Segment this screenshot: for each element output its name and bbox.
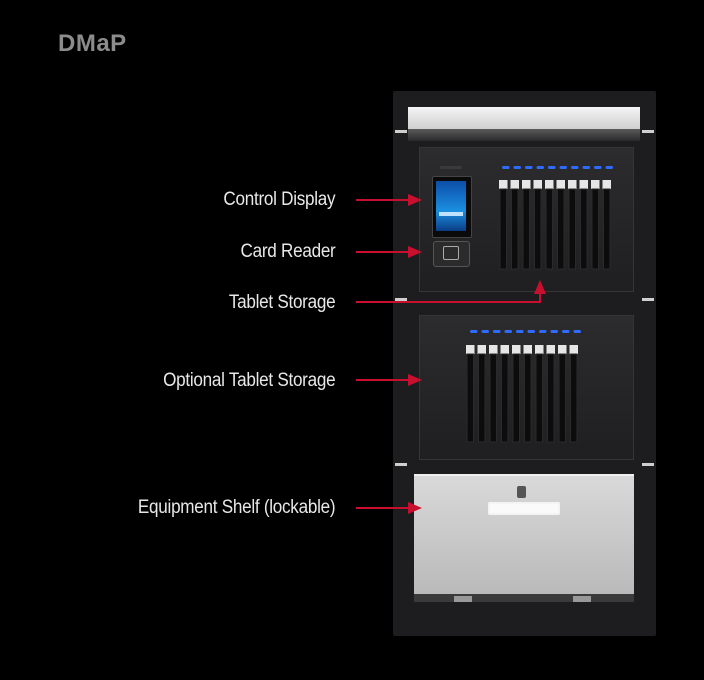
tablet-slot[interactable]	[524, 353, 532, 443]
tablet-slot[interactable]	[499, 188, 507, 270]
tablet-clip	[556, 180, 565, 189]
led-light	[504, 330, 512, 333]
frame-notch	[395, 463, 407, 466]
arrow-head	[408, 194, 422, 206]
tablet-slot[interactable]	[535, 353, 543, 443]
led-light	[550, 330, 558, 333]
led-light	[548, 166, 556, 169]
led-strip-upper	[502, 166, 613, 169]
tablet-clip	[522, 180, 531, 189]
led-light	[562, 330, 570, 333]
tablet-clip	[489, 345, 498, 354]
tablet-slot[interactable]	[570, 353, 578, 443]
tablet-clip	[535, 345, 544, 354]
frame-notch	[642, 130, 654, 133]
tablet-slot[interactable]	[558, 353, 566, 443]
tablet-clip	[466, 345, 475, 354]
led-light	[493, 330, 501, 333]
label-equipment-shelf: Equipment Shelf (lockable)	[137, 497, 336, 518]
arrow-tablet-storage	[356, 292, 541, 303]
tablet-clip	[477, 345, 486, 354]
tablet-slot[interactable]	[603, 188, 611, 270]
frame-notch	[642, 298, 654, 301]
tablet-clip	[533, 180, 542, 189]
tablet-slot[interactable]	[545, 188, 553, 270]
key-lock-icon	[517, 486, 526, 498]
nfc-card-icon	[443, 246, 459, 260]
frame-notch	[642, 463, 654, 466]
led-light	[571, 166, 579, 169]
drawer-hinge	[454, 596, 472, 602]
led-light	[539, 330, 547, 333]
tablet-slot[interactable]	[534, 188, 542, 270]
tablet-clip	[579, 180, 588, 189]
display-screen[interactable]	[436, 181, 466, 231]
led-light	[502, 166, 510, 169]
led-light	[582, 166, 590, 169]
led-light	[516, 330, 524, 333]
tablet-slot[interactable]	[547, 353, 555, 443]
tablet-clip	[500, 345, 509, 354]
drawer-handle[interactable]	[488, 502, 560, 515]
tablet-slot[interactable]	[489, 353, 497, 443]
led-light	[559, 166, 567, 169]
arrow-head	[408, 502, 422, 514]
tablet-slot[interactable]	[568, 188, 576, 270]
arrow-head	[408, 374, 422, 386]
arrow-head	[534, 280, 546, 294]
display-input-bar	[439, 212, 463, 216]
tablet-clip	[569, 345, 578, 354]
label-tablet-storage: Tablet Storage	[228, 292, 336, 313]
label-card-reader: Card Reader	[240, 241, 335, 262]
tablet-slots-upper	[499, 180, 611, 270]
tablet-slot[interactable]	[580, 188, 588, 270]
label-optional-tablet-storage: Optional Tablet Storage	[162, 370, 335, 391]
tablet-slot[interactable]	[478, 353, 486, 443]
tablet-slot[interactable]	[512, 353, 520, 443]
led-light	[525, 166, 533, 169]
camera-slot	[440, 166, 462, 169]
tablet-clip	[512, 345, 521, 354]
page-title: DMaP	[58, 30, 127, 57]
tablet-clip	[545, 180, 554, 189]
led-light	[513, 166, 521, 169]
tablet-clip	[546, 345, 555, 354]
led-light	[594, 166, 602, 169]
led-strip-lower	[470, 330, 581, 333]
tablet-clip	[510, 180, 519, 189]
led-light	[605, 166, 613, 169]
cabinet-top-shadow	[408, 129, 640, 141]
tablet-slot[interactable]	[591, 188, 599, 270]
led-light	[481, 330, 489, 333]
cabinet-top-light	[408, 107, 640, 129]
label-control-display: Control Display	[223, 189, 335, 210]
tablet-clip	[499, 180, 508, 189]
tablet-clip	[602, 180, 611, 189]
tablet-slot[interactable]	[557, 188, 565, 270]
led-light	[573, 330, 581, 333]
tablet-slot[interactable]	[511, 188, 519, 270]
frame-notch	[395, 130, 407, 133]
led-light	[527, 330, 535, 333]
led-light	[536, 166, 544, 169]
tablet-clip	[568, 180, 577, 189]
led-light	[470, 330, 478, 333]
drawer-base	[414, 594, 634, 602]
drawer-hinge	[573, 596, 591, 602]
tablet-clip	[558, 345, 567, 354]
tablet-slots-lower	[466, 345, 578, 443]
tablet-clip	[523, 345, 532, 354]
card-reader[interactable]	[433, 241, 470, 267]
tablet-clip	[591, 180, 600, 189]
arrow-head	[408, 246, 422, 258]
tablet-slot[interactable]	[501, 353, 509, 443]
tablet-slot[interactable]	[522, 188, 530, 270]
frame-notch	[395, 298, 407, 301]
tablet-slot[interactable]	[466, 353, 474, 443]
